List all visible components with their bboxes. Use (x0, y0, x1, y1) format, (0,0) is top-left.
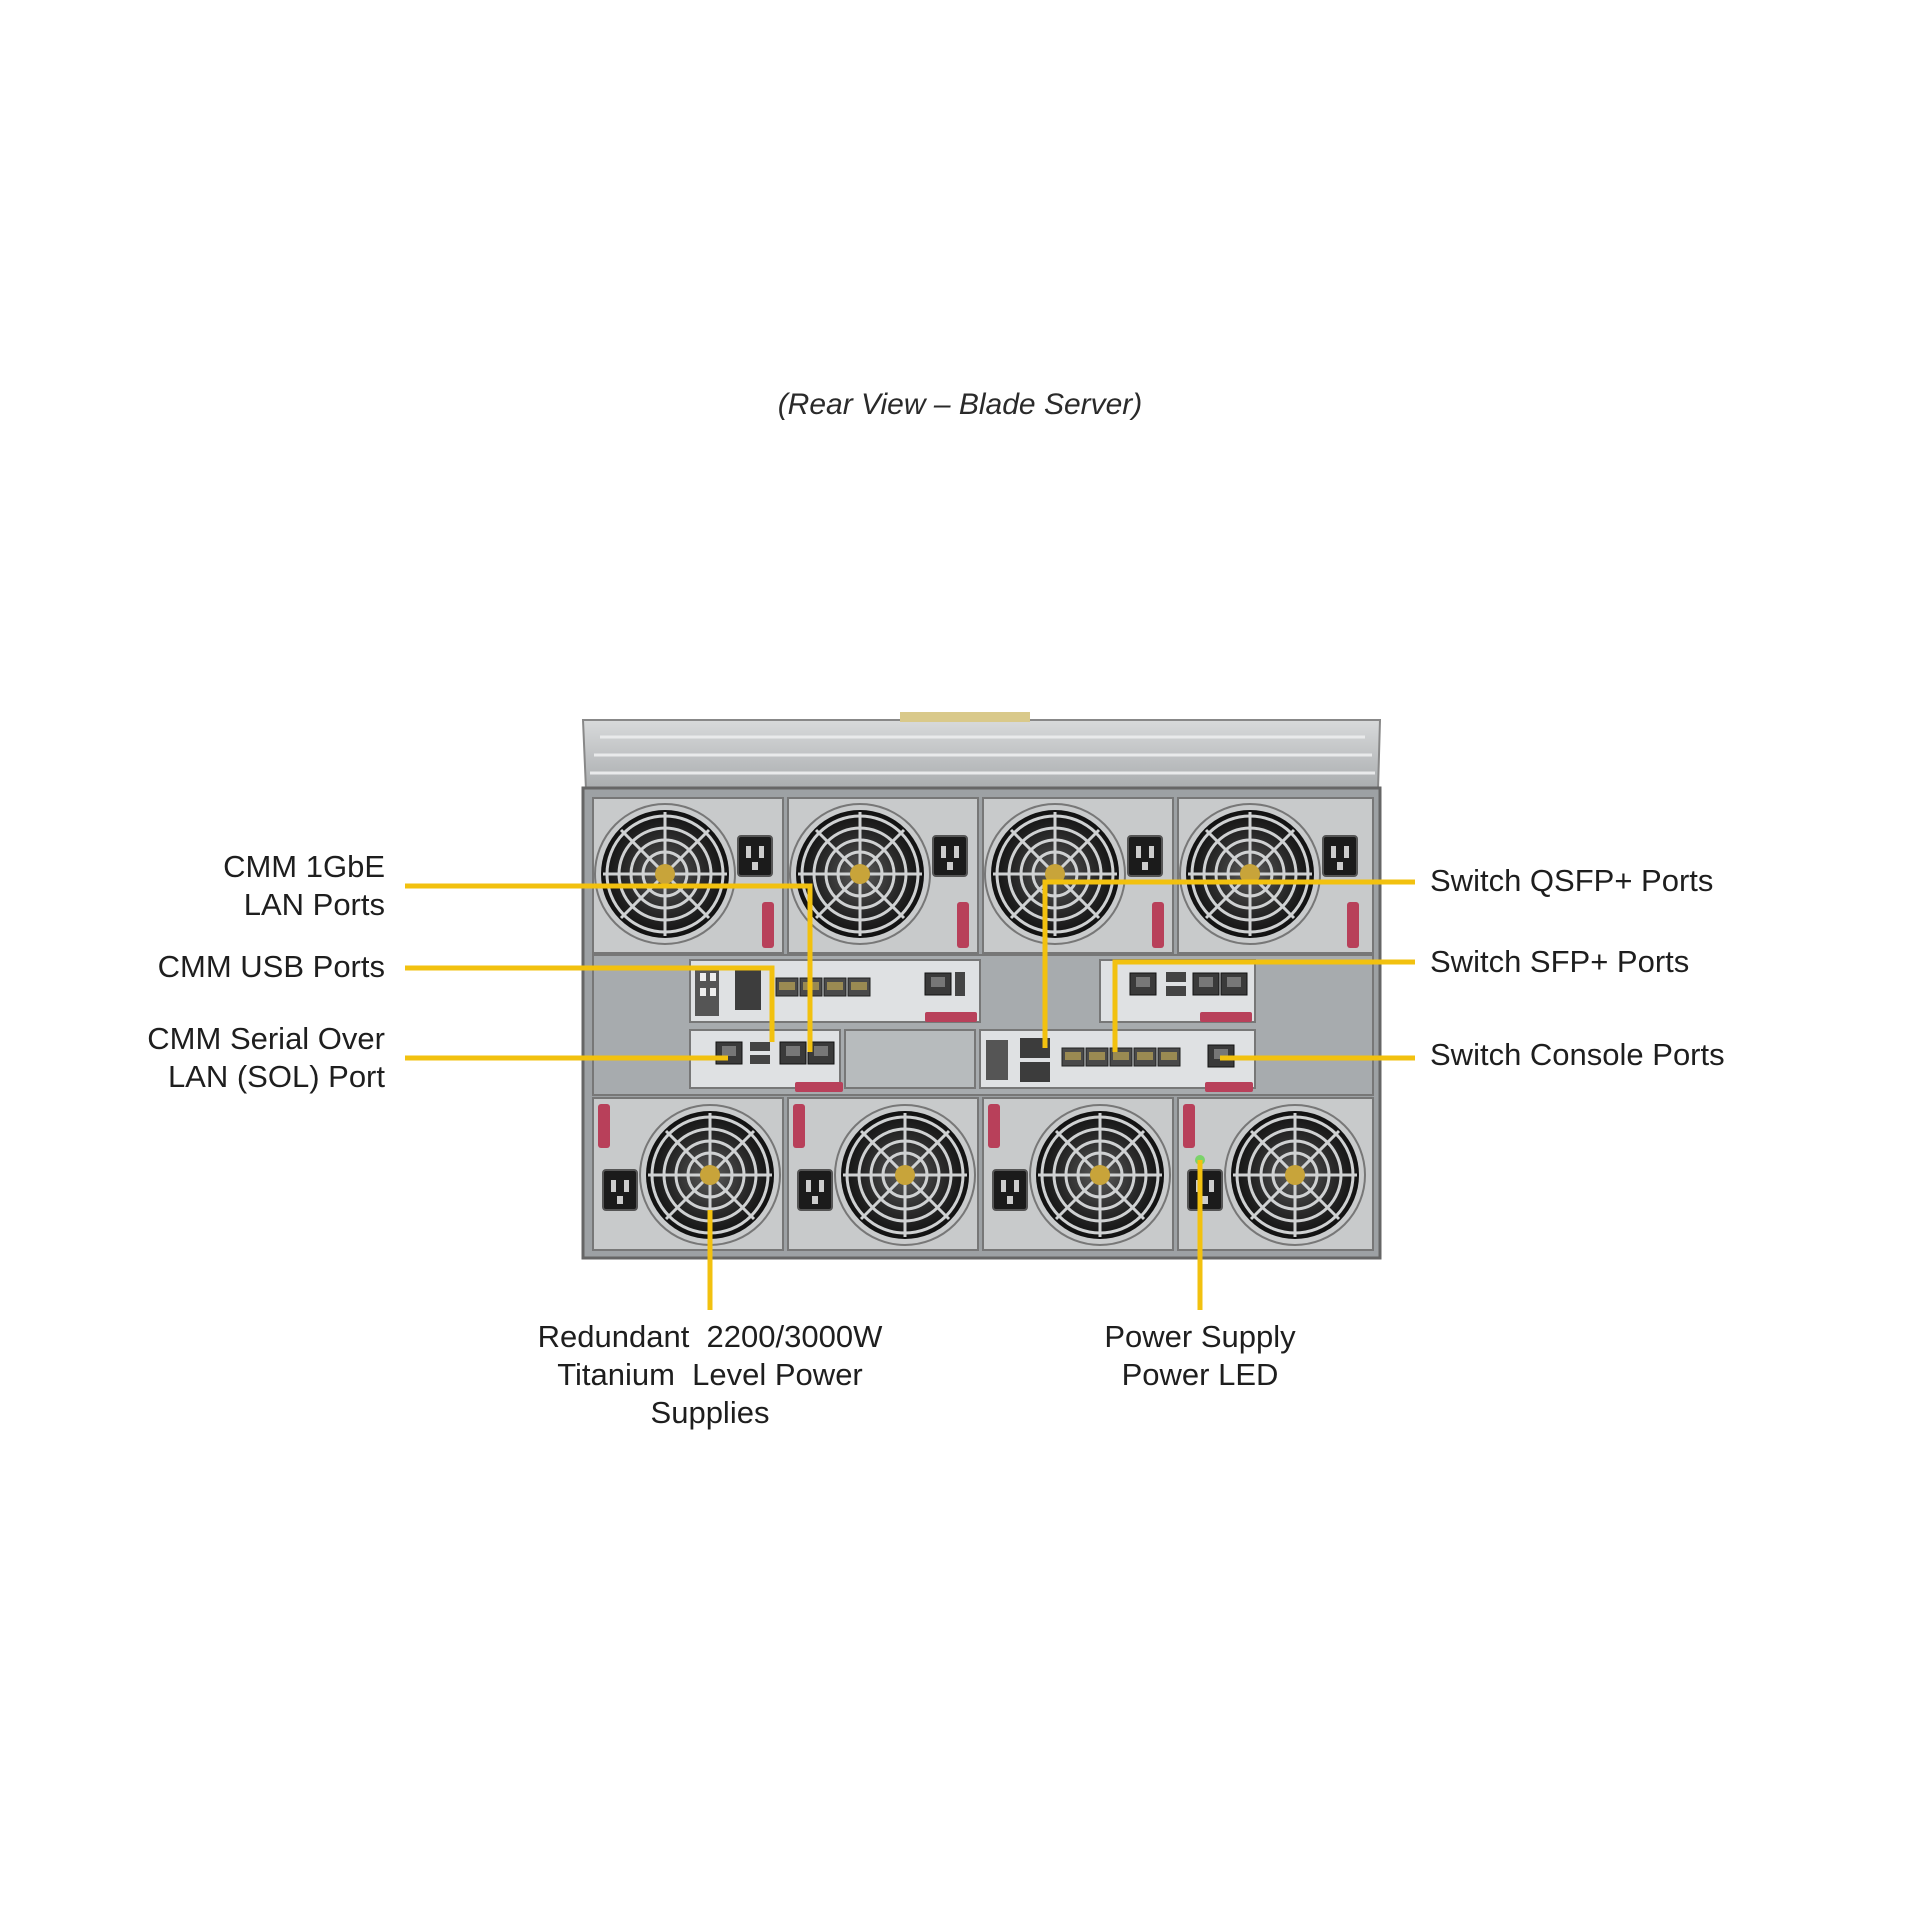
fan-icon (983, 802, 1127, 946)
sfp-port-icon (1061, 1047, 1085, 1067)
sfp-port-icon (1133, 1047, 1157, 1067)
rj45-port-icon (779, 1041, 807, 1065)
power-inlet-icon (992, 1169, 1028, 1211)
power-inlet-icon (932, 835, 968, 877)
power-inlet-icon (1127, 835, 1163, 877)
rj45-port-icon (924, 972, 952, 996)
rj45-port-icon (1129, 972, 1157, 996)
switch-module-upper-right (1099, 959, 1256, 1023)
power-inlet-icon (602, 1169, 638, 1211)
label-switch-sfp-ports: Switch SFP+ Ports (1430, 944, 1690, 979)
sfp-port-icon (1157, 1047, 1181, 1067)
fan-icon (833, 1103, 977, 1247)
psu-bottom-2 (787, 1097, 979, 1251)
cmm-module (689, 1029, 843, 1092)
fan-icon (1028, 1103, 1172, 1247)
leader-cmm-lan (405, 883, 813, 1052)
power-inlet-icon (797, 1169, 833, 1211)
fan-icon (1223, 1103, 1367, 1247)
fan-icon (593, 802, 737, 946)
label-switch-qsfp-ports: Switch QSFP+ Ports (1430, 863, 1714, 898)
psu-bottom-3 (982, 1097, 1174, 1251)
psu-top-3 (982, 797, 1174, 954)
psu-top-1 (592, 797, 784, 954)
label-cmm-usb-ports: CMM USB Ports (157, 949, 385, 984)
leader-switch-qsfp (1042, 879, 1415, 1048)
label-cmm-sol-port: CMM Serial Over LAN (SOL) Port (147, 1021, 385, 1094)
psu-top-2 (787, 797, 979, 954)
label-power-supply-led: Power Supply Power LED (1104, 1319, 1296, 1392)
figure-caption: (Rear View – Blade Server) (777, 388, 1143, 421)
psu-top-4 (1177, 797, 1374, 954)
sfp-port-icon (823, 977, 847, 997)
label-redundant-power-supplies: Redundant 2200/3000W Titanium Level Powe… (537, 1319, 883, 1430)
rj45-port-icon (1220, 972, 1248, 996)
psu-bottom-1 (592, 1097, 784, 1251)
label-switch-console-ports: Switch Console Ports (1430, 1037, 1725, 1072)
leader-cmm-usb (405, 965, 775, 1042)
psu-bottom-4 (1177, 1097, 1374, 1251)
callout-leaders (405, 879, 1415, 1310)
label-cmm-lan-ports: CMM 1GbE LAN Ports (223, 849, 385, 922)
leader-switch-sfp (1112, 959, 1415, 1052)
qsfp-port-icon (1020, 1062, 1050, 1082)
rj45-port-icon (1192, 972, 1220, 996)
sfp-port-icon (847, 977, 871, 997)
power-inlet-icon (1322, 835, 1358, 877)
sfp-port-icon (1085, 1047, 1109, 1067)
usb-port-icon (750, 1042, 770, 1051)
rj45-port-icon (715, 1041, 743, 1065)
switch-module-upper-left (689, 959, 981, 1023)
fan-icon (1178, 802, 1322, 946)
sfp-port-icon (775, 977, 799, 997)
power-inlet-icon (1187, 1169, 1223, 1211)
power-inlet-icon (737, 835, 773, 877)
usb-port-icon (750, 1055, 770, 1064)
